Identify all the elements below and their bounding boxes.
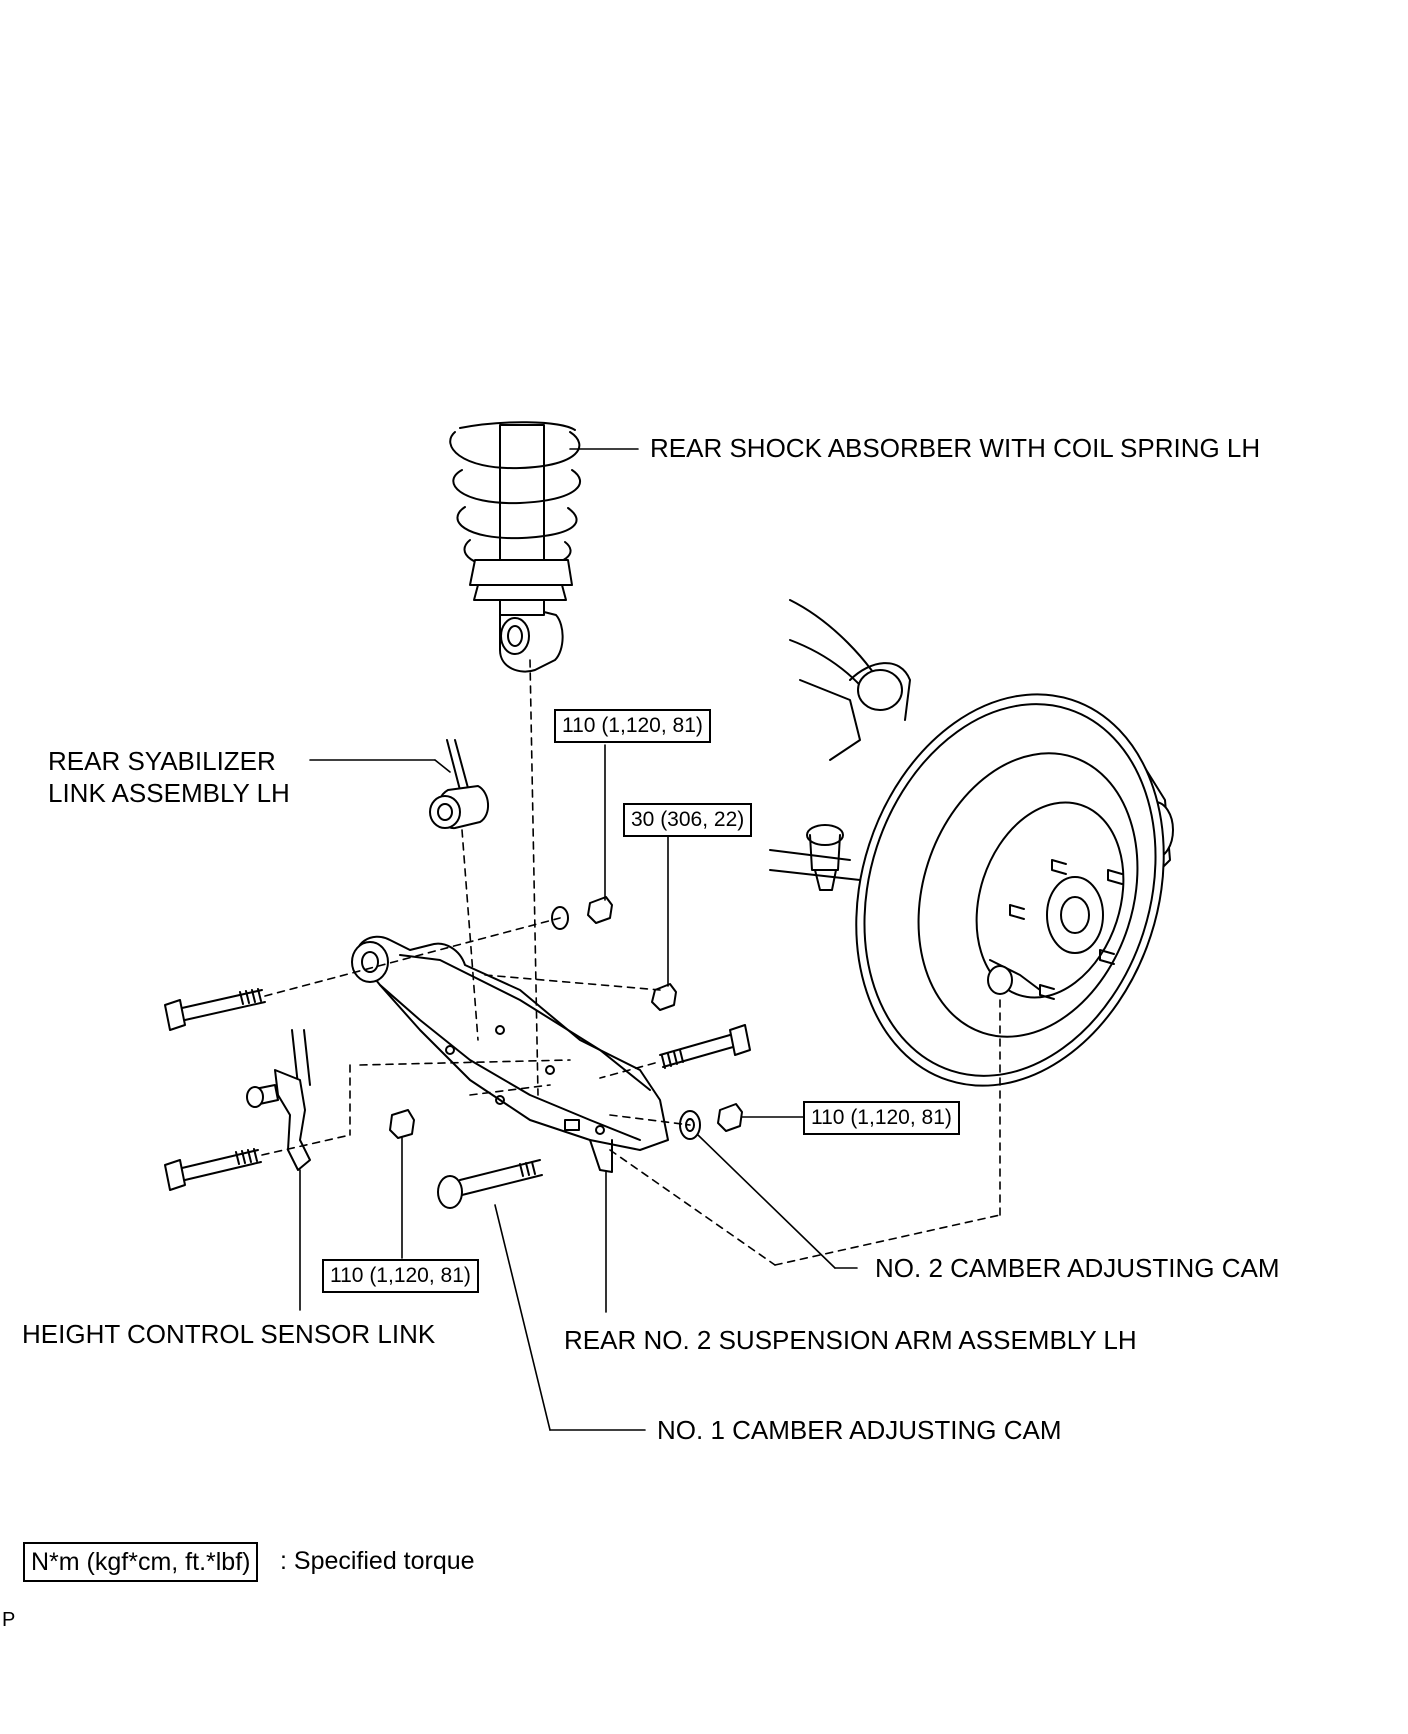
bolt-left-upper [164,988,266,1031]
torque-spec-stabilizer-nut: 30 (306, 22) [623,803,753,837]
nut-inner [389,1109,415,1139]
height-sensor-link-drawing [246,1029,311,1171]
bolt-left-lower [164,1148,262,1191]
stabilizer-link-drawing [429,739,489,830]
leader-lines [299,448,858,1431]
label-height-sensor-link: HEIGHT CONTROL SENSOR LINK [22,1319,436,1349]
suspension-arm-drawing [351,935,669,1173]
label-camber-cam-1: NO. 1 CAMBER ADJUSTING CAM [657,1415,1062,1445]
label-shock-absorber: REAR SHOCK ABSORBER WITH COIL SPRING LH [650,433,1261,463]
torque-spec-inner-nut: 110 (1,120, 81) [322,1259,479,1293]
label-camber-cam-2: NO. 2 CAMBER ADJUSTING CAM [875,1253,1280,1283]
torque-spec-outer-nut: 110 (1,120, 81) [803,1101,960,1135]
disc-brake-hub-drawing [769,599,1174,1087]
nut-outer [717,1103,743,1132]
label-suspension-arm: REAR NO. 2 SUSPENSION ARM ASSEMBLY LH [564,1325,1137,1355]
label-stabilizer-link: REAR SYABILIZER LINK ASSEMBLY LH [48,746,290,808]
torque-spec-upper-nut: 110 (1,120, 81) [554,709,711,743]
shock-absorber-drawing [449,421,582,673]
bolt-cam-1 [437,1159,543,1209]
page-code: P [2,1609,16,1631]
legend-description: : Specified torque [280,1547,475,1575]
bolt-right-middle [659,1024,751,1069]
legend-torque-unit-box: N*m (kgf*cm, ft.*lbf) [23,1542,259,1582]
assembly-dashed-lines [261,659,1001,1266]
nut-stabilizer [651,983,677,1011]
nut-upper [551,896,613,930]
